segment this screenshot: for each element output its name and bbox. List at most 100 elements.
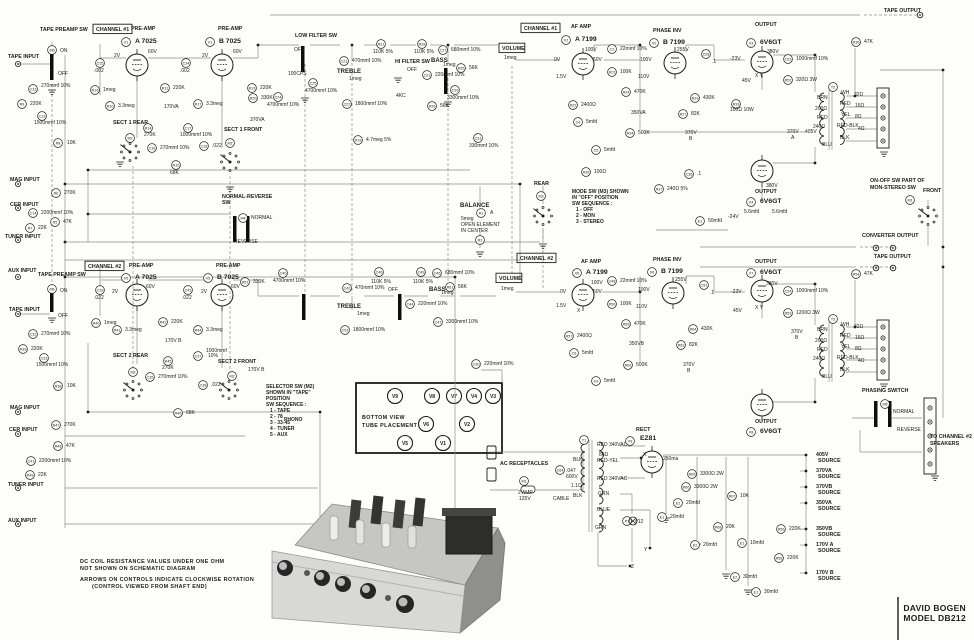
ac-receptacle [486,445,497,460]
component-callout [160,83,170,93]
screw-terminal [880,104,886,110]
schematic-label: TREBLE [337,69,361,75]
slide-switch-bar [50,286,54,312]
label-box [498,42,526,54]
component-callout-id: R5 [53,220,58,224]
schematic-label: EZ81 [640,435,656,442]
ground-symbol [226,186,234,192]
amplifier-photo [271,495,506,634]
schematic-label: 110K 5% [413,279,433,285]
component-callout [607,276,617,286]
component-callout [248,93,258,103]
component-callout-id: R50 [609,302,616,306]
placement-tube [465,387,483,405]
schematic-label: SOURCE [818,490,841,496]
schematic-label: FRONT [923,188,942,194]
component-callout [746,197,756,207]
rotary-switch-contact [131,380,135,383]
junction-dot [518,182,522,186]
schematic-label: TO CHANNEL #2 [930,434,972,440]
junction-dot [63,275,67,279]
rotary-switch-contact [228,152,232,155]
schematic-label: 470mmf 10% [352,58,382,64]
schematic-label: REVERSE [234,239,259,245]
schematic-label: 4.7meg 5% [366,137,392,143]
schematic-label: NORMAL-REVERSE [222,194,273,200]
component-callout [416,267,426,277]
schematic-label: 255V [677,47,689,53]
schematic-label: 30mfd [743,574,757,580]
schematic-label: .1 [697,171,701,177]
component-callout [621,87,631,97]
screw-terminal-center [929,407,931,409]
schematic-label: CHANNEL #2 [88,264,121,270]
rotary-switch-contact [131,397,135,400]
schematic-label: 170V A [816,542,834,548]
schematic-label: 1meg [504,55,517,61]
component-callout [374,267,384,277]
schematic-label: ON [60,288,68,294]
ground-symbol [476,251,484,257]
screw-terminal [880,324,886,330]
component-callout [699,280,709,290]
component-callout-id: R22 [570,103,577,107]
rotary-switch-contact [221,394,225,398]
schematic-label: 170V B [816,570,834,576]
placement-tube [386,387,404,405]
schematic-label: 50mfd [708,218,722,224]
schematic-label: OUTPUT [755,419,778,425]
schematic-label: 1.1Ω [571,483,582,489]
rotary-switch-contact [134,144,138,148]
schematic-label: 5mfd [604,147,615,153]
input-jack-pin [17,276,19,278]
terminal-strip [876,87,890,149]
vacuum-tube-symbol [210,283,234,307]
component-callout-id: M4 [240,216,245,220]
schematic-label: 380V [766,183,778,189]
schematic-label: 2 - MON [576,213,595,219]
component-callout-id: R46 [175,411,182,415]
rotary-switch-contact [932,220,936,224]
component-callout [342,99,352,109]
input-jack [14,310,21,317]
schematic-label: 100V [638,287,650,293]
note-dc-coil-2: NOT SHOWN ON SCHEMATIC DIAGRAM [80,566,196,572]
schematic-label: 680mmf 10% [451,47,481,53]
fuse-symbol [520,485,536,494]
tube-can [392,499,406,529]
schematic-label: B 7199 [661,268,683,275]
tube-cathode-arc [757,294,767,297]
schematic-label: TREBLE [337,304,361,310]
schematic-label: 10K [67,140,77,146]
junction-dot [86,168,90,172]
screw-terminal [880,335,886,341]
component-callout [607,67,617,77]
component-callout [47,45,57,55]
schematic-label: 380V [766,281,778,287]
schematic-label: OFF [58,71,68,77]
schematic-label: OFF [407,67,417,73]
ground-symbol [48,89,56,95]
rotary-switch-contact [120,150,123,154]
schematic-label: 3.3meg [206,327,223,333]
junction-dot [804,571,808,575]
slide-switch-bar [888,401,892,427]
schematic-label: OFF [294,47,304,53]
screw-terminal-center [929,421,931,423]
schematic-label: 110K 5% [414,49,434,55]
schematic-label: .002 [180,68,190,74]
front-panel-knobs [277,560,414,613]
schematic-label: 370V [685,130,697,136]
component-callout-id: T1 [582,438,586,442]
vacuum-tube-symbol [210,53,234,77]
transformer-winding [598,487,604,505]
component-callout-id: C22 [344,102,351,106]
schematic-label: 110V [638,74,650,80]
input-jack-pin [17,63,19,65]
schematic-notes: DC COIL RESISTANCE VALUES UNDER ONE OHM … [80,559,254,590]
schematic-label: 2V [201,289,208,295]
vacuum-tube-symbol [125,53,149,77]
component-callout [851,37,861,47]
schematic-label: 320Ω 3W [796,77,817,83]
